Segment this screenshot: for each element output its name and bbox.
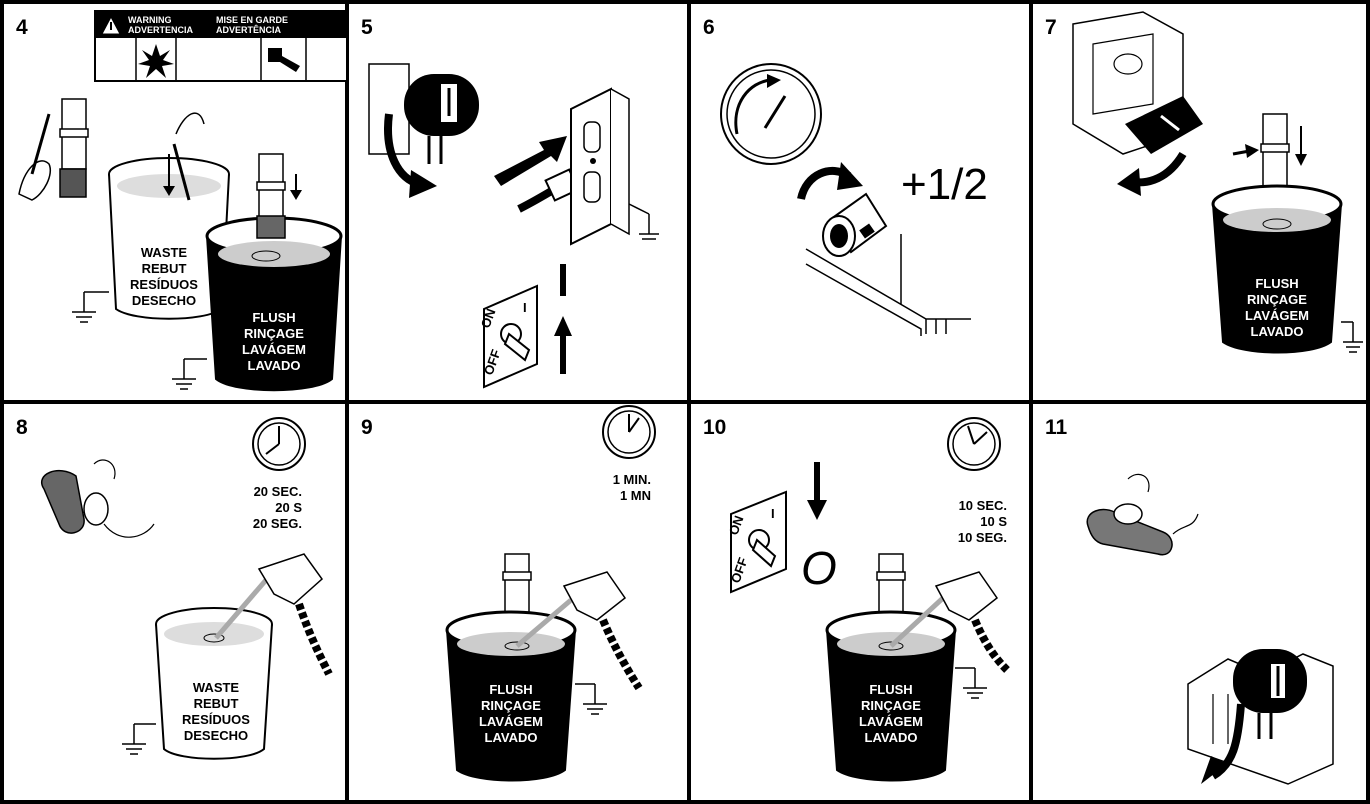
time-1mn: 1 MN xyxy=(620,488,651,503)
time-20s: 20 S xyxy=(275,500,302,515)
time-10sec: 10 SEC. xyxy=(959,498,1007,513)
flush-label-en: FLUSH xyxy=(869,682,912,697)
time-10seg: 10 SEG. xyxy=(958,530,1007,545)
panel-step-9: 9 1 MIN. 1 MN FLUSH RINÇAGE LAVÁGEM LAVA… xyxy=(349,404,687,800)
step-7-illustration: FLUSH RINÇAGE LAVÁGEM LAVADO xyxy=(1033,4,1366,400)
flush-label-fr: RINÇAGE xyxy=(861,698,921,713)
flush-label-en: FLUSH xyxy=(1255,276,1298,291)
waste-label-pt: RESÍDUOS xyxy=(182,712,250,727)
switch-off-o-mark: O xyxy=(801,542,837,594)
step-9-illustration: 1 MIN. 1 MN FLUSH RINÇAGE LAVÁGEM LAVADO xyxy=(349,404,687,800)
waste-label-es: DESECHO xyxy=(132,293,196,308)
waste-label-fr: REBUT xyxy=(142,261,187,276)
time-1min: 1 MIN. xyxy=(613,472,651,487)
waste-label-en: WASTE xyxy=(193,680,240,695)
flush-label-fr: RINÇAGE xyxy=(481,698,541,713)
flush-label-es: LAVADO xyxy=(485,730,538,745)
switch-mark-i: I xyxy=(771,506,775,521)
flush-label-pt: LAVÁGEM xyxy=(1245,308,1309,323)
step-11-illustration xyxy=(1033,404,1366,800)
flush-label-fr: RINÇAGE xyxy=(1247,292,1307,307)
step-4-illustration: WASTE REBUT RESÍDUOS DESECHO FLUSH RINÇA… xyxy=(4,4,345,400)
waste-label-fr: REBUT xyxy=(194,696,239,711)
panel-step-11: 11 xyxy=(1033,404,1366,800)
time-20seg: 20 SEG. xyxy=(253,516,302,531)
flush-label-pt: LAVÁGEM xyxy=(242,342,306,357)
flush-label-es: LAVADO xyxy=(1251,324,1304,339)
step-8-illustration: 20 SEC. 20 S 20 SEG. WASTE REBUT RESÍDUO… xyxy=(4,404,345,800)
time-10s: 10 S xyxy=(980,514,1007,529)
step-5-illustration: ON OFF I xyxy=(349,4,687,400)
flush-label-en: FLUSH xyxy=(252,310,295,325)
panel-step-7: 7 FLUSH RINÇAGE LAVÁGEM LAVADO xyxy=(1033,4,1366,400)
waste-label-pt: RESÍDUOS xyxy=(130,277,198,292)
flush-label-es: LAVADO xyxy=(865,730,918,745)
flush-label-es: LAVADO xyxy=(248,358,301,373)
panel-step-6: 6 +1/2 xyxy=(691,4,1029,400)
flush-label-en: FLUSH xyxy=(489,682,532,697)
waste-label-es: DESECHO xyxy=(184,728,248,743)
flush-label-fr: RINÇAGE xyxy=(244,326,304,341)
panel-step-5: 5 ON OFF I xyxy=(349,4,687,400)
waste-label-en: WASTE xyxy=(141,245,188,260)
half-turn-label: +1/2 xyxy=(901,160,988,209)
panel-step-4: 4 WARNING ADVERTENCIA MISE EN GARDE ADVE… xyxy=(4,4,345,400)
switch-mark-i: I xyxy=(523,300,527,315)
flush-label-pt: LAVÁGEM xyxy=(859,714,923,729)
panel-step-8: 8 20 SEC. 20 S 20 SEG. WASTE REBUT RESÍD… xyxy=(4,404,345,800)
panel-step-10: 10 10 SEC. 10 S 10 SEG. ON OFF I O xyxy=(691,404,1029,800)
step-10-illustration: 10 SEC. 10 S 10 SEG. ON OFF I O FLUSH RI… xyxy=(691,404,1029,800)
step-6-illustration: +1/2 xyxy=(691,4,1029,400)
time-20sec: 20 SEC. xyxy=(254,484,302,499)
flush-label-pt: LAVÁGEM xyxy=(479,714,543,729)
